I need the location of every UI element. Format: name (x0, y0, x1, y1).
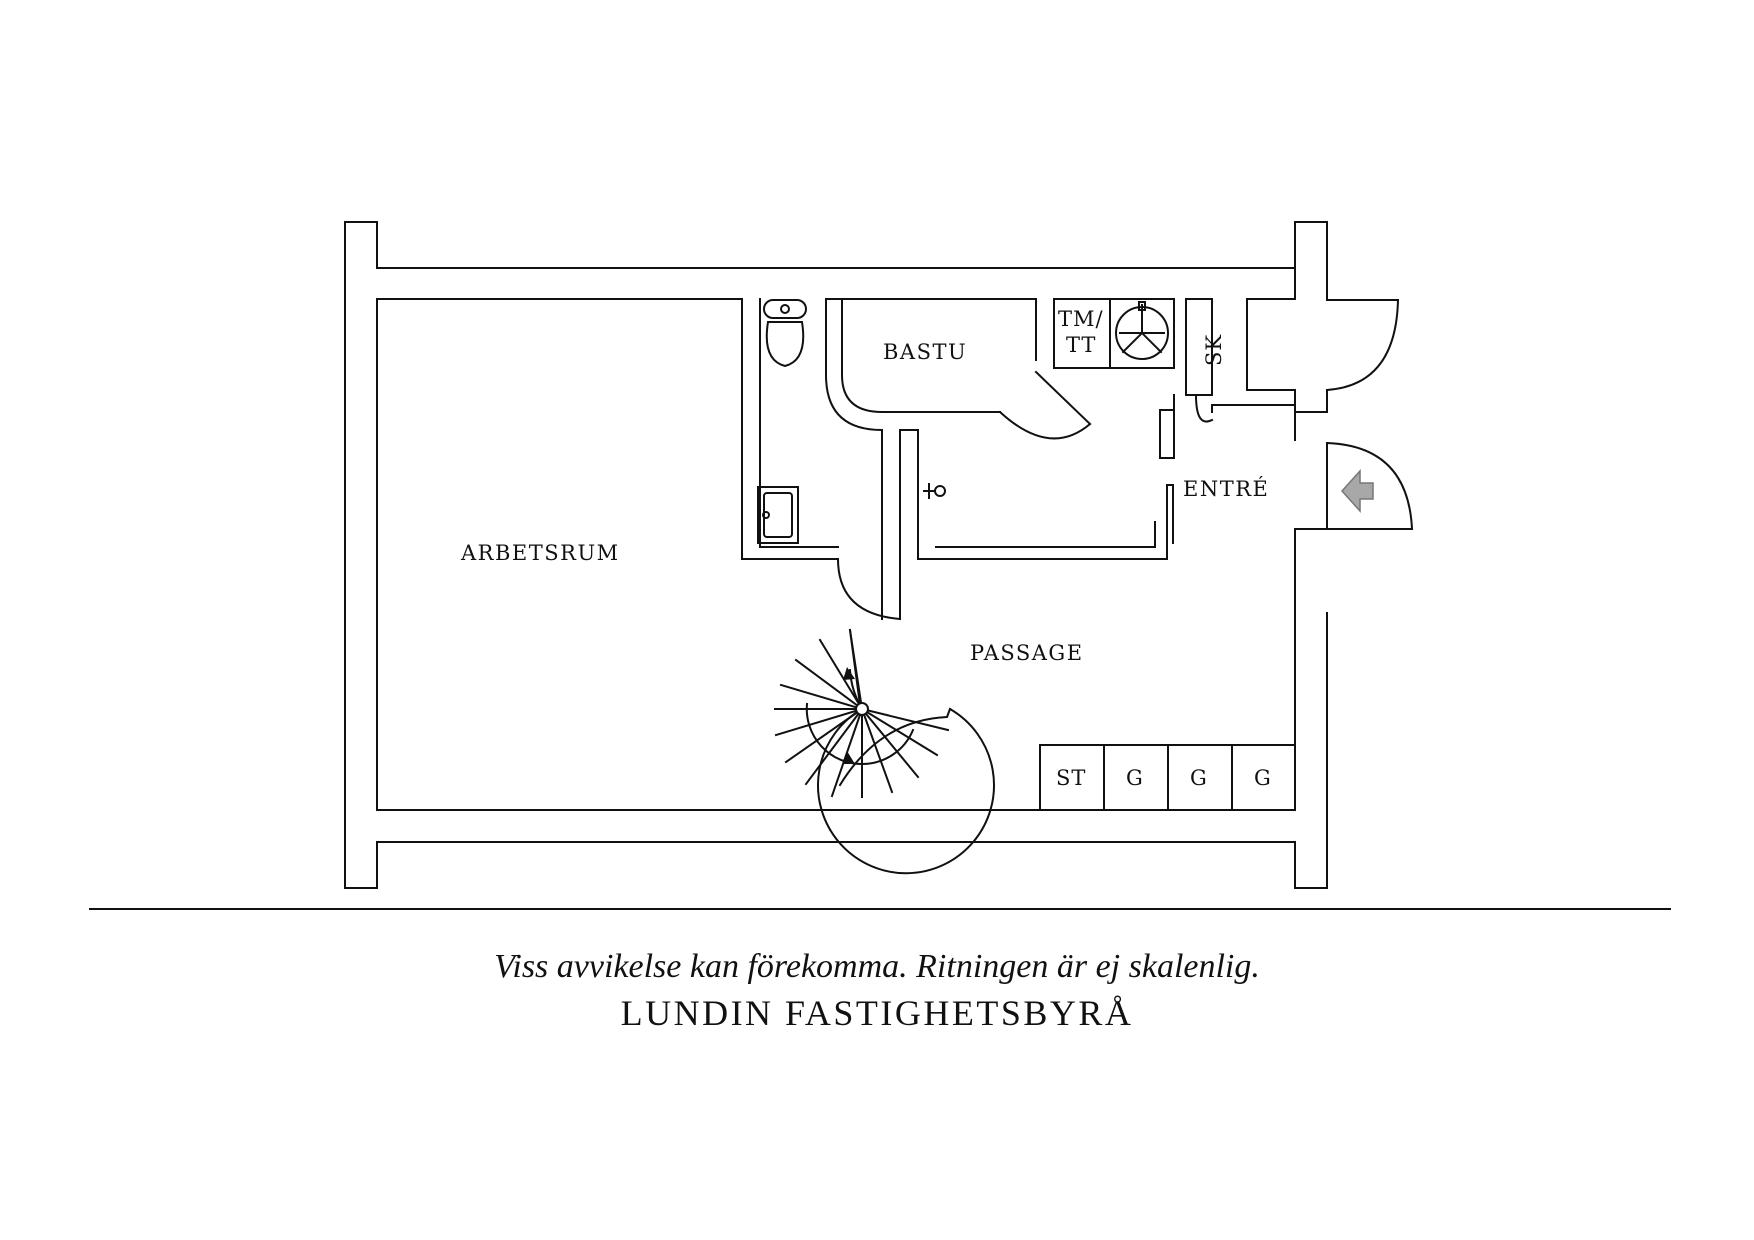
doors (836, 298, 1414, 621)
spiral-staircase (774, 628, 995, 875)
outer-walls (344, 221, 1328, 889)
room-label-st: ST (1056, 766, 1086, 790)
room-label-sk: SK (1202, 334, 1226, 366)
washing-machine-icon (1115, 301, 1169, 360)
entrance-arrow-icon (1340, 469, 1374, 513)
room-label-tm: TM/ (1058, 307, 1104, 331)
room-label-passage: PASSAGE (970, 641, 1084, 665)
room-label-tt: TT (1066, 333, 1096, 357)
room-label-bastu: BASTU (883, 340, 967, 364)
room-label-g2: G (1190, 766, 1208, 790)
interior-walls (741, 298, 1296, 811)
wc-fixtures (757, 299, 807, 544)
stair-arrows (843, 667, 855, 764)
disclaimer-text: Viss avvikelse kan förekomma. Ritningen … (494, 948, 1260, 985)
room-label-g1: G (1126, 766, 1144, 790)
brand-name: LUNDIN FASTIGHETSBYRÅ (620, 993, 1134, 1033)
room-label-g3: G (1254, 766, 1272, 790)
room-label-entre: ENTRÉ (1183, 477, 1269, 501)
tap-icon (923, 483, 946, 499)
room-label-arbetsrum: ARBETSRUM (460, 541, 620, 565)
